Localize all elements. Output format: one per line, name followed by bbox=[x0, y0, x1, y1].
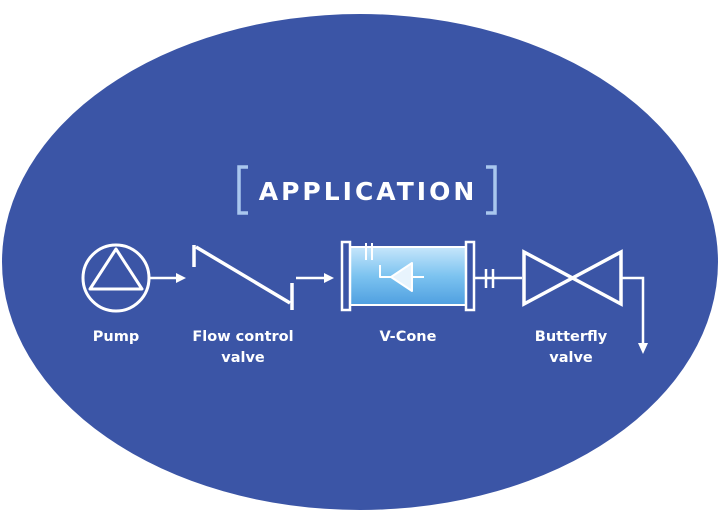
label-pump: Pump bbox=[93, 329, 139, 345]
label-v-cone-line-1: V-Cone bbox=[380, 329, 437, 345]
left-bracket bbox=[237, 165, 248, 215]
right-bracket bbox=[486, 165, 497, 215]
pipe-vcone-to-butterfly bbox=[474, 269, 522, 288]
v-cone-meter-symbol bbox=[340, 240, 476, 312]
label-butterfly-valve-line-2: valve bbox=[549, 350, 593, 366]
title-group: APPLICATION bbox=[237, 165, 497, 215]
label-flow-control-valve-line-1: Flow control bbox=[192, 329, 293, 345]
arrow-valve-to-vcone bbox=[296, 273, 334, 283]
label-v-cone: V-Cone bbox=[380, 329, 437, 345]
label-flow-control-valve: Flow control valve bbox=[192, 329, 293, 366]
label-flow-control-valve-line-2: valve bbox=[221, 350, 265, 366]
label-butterfly-valve-line-1: Butterfly bbox=[535, 329, 608, 345]
arrow-pump-to-valve bbox=[150, 273, 186, 283]
diagram-title: APPLICATION bbox=[259, 177, 478, 206]
label-butterfly-valve: Butterfly valve bbox=[535, 329, 608, 366]
flow-control-valve-symbol bbox=[192, 245, 294, 310]
outlet-arrow bbox=[622, 276, 648, 354]
label-pump-line-1: Pump bbox=[93, 329, 139, 345]
pump-symbol bbox=[81, 243, 151, 313]
butterfly-valve-symbol bbox=[522, 249, 623, 307]
